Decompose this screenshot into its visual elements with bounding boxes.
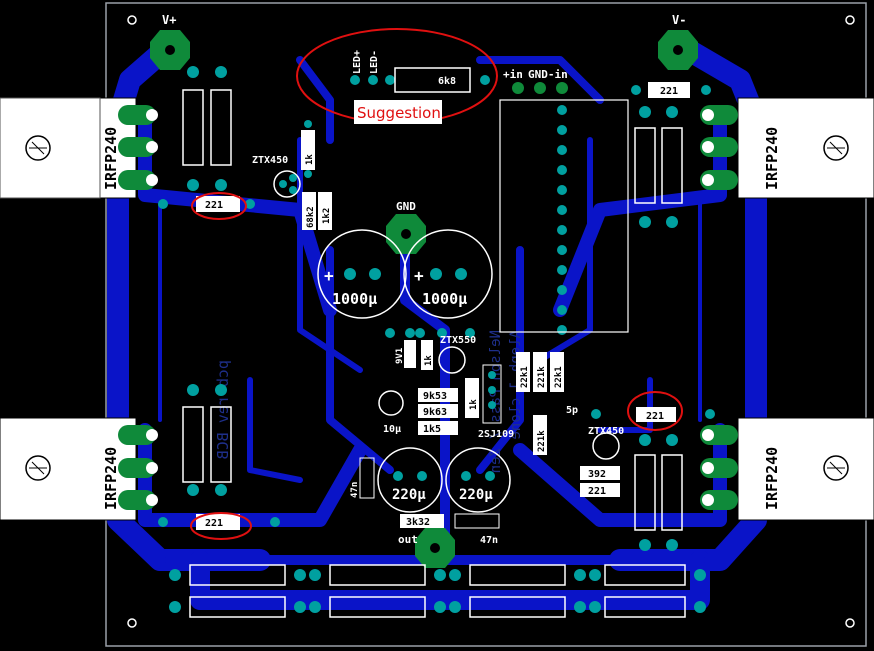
- r-221-mid-right-label: 221: [646, 411, 664, 422]
- feedback-resistors: 22k1 221k 22k1 221k 5p: [516, 352, 578, 455]
- cap-220-pair: 220μ 220μ 47n 3k32 47n: [350, 447, 511, 546]
- led-section: LED+ LED- 6k8: [350, 50, 490, 93]
- r-1k-vert-label: 1k: [469, 399, 479, 410]
- r-3k32-label: 3k32: [406, 517, 430, 528]
- r-22k1-a-label: 22k1: [520, 366, 530, 388]
- mirror-text-2: Nelson Pass / Zen: [488, 330, 504, 473]
- r-9k53-label: 9k53: [423, 391, 447, 402]
- cap-47n-bottom-label: 47n: [480, 535, 498, 546]
- r-392-label: 392: [588, 469, 606, 480]
- middle-components: 9V1 1k ZTX550 10μ 9k53 9k63 1k5 1k 2SJ10…: [378, 328, 514, 440]
- ztx550-label: ZTX550: [440, 335, 476, 346]
- led-plus-label: LED+: [352, 50, 363, 74]
- cap-47n-left-label: 47n: [350, 482, 360, 498]
- mounting-holes: [127, 15, 855, 628]
- irfp-tr-label: IRFP240: [763, 127, 781, 190]
- r-221-lower-right-label: 221: [588, 486, 606, 497]
- r-221-top-left-label: 221: [205, 200, 223, 211]
- r-1k-top-label: 1k: [305, 154, 315, 165]
- suggestion-label-bg: [354, 100, 442, 124]
- vminus-label: V-: [672, 13, 686, 27]
- svg-text:+: +: [414, 266, 424, 285]
- input-connector: +in GND-in: [499, 68, 629, 335]
- mirror-text-1: pcb rev BCB: [214, 360, 232, 459]
- irfp-bl-label: IRFP240: [102, 447, 120, 510]
- r-221k-b-label: 221k: [537, 430, 547, 452]
- r-9k63-label: 9k63: [423, 407, 447, 418]
- cap-220-left-label: 220μ: [392, 487, 426, 503]
- r-221k-a-label: 221k: [537, 366, 547, 388]
- irfp-top-right: IRFP240: [700, 97, 874, 199]
- r-68k2-label: 68k2: [306, 206, 316, 228]
- r-221-bottom-left-label: 221: [205, 518, 223, 529]
- irfp-bottom-left: IRFP240: [0, 417, 158, 521]
- irfp-bottom-right: IRFP240: [700, 417, 874, 521]
- r-1k5-label: 1k5: [423, 424, 441, 435]
- power-pads: [150, 30, 698, 568]
- r-221-top-left: 221: [158, 196, 255, 212]
- r-221-bottom-left: 221: [158, 514, 280, 530]
- cap-10u-label: 10μ: [383, 424, 401, 435]
- jfet-2sj109-label: 2SJ109: [478, 429, 514, 440]
- highlight-221-mid-right: [627, 391, 683, 431]
- mosfet-packages: IRFP240 IRFP240 IRFP240 IR: [0, 97, 874, 521]
- out-label: out: [398, 533, 418, 546]
- irfp-tl-label: IRFP240: [102, 127, 120, 190]
- ztx450-bottom-label: ZTX450: [588, 426, 624, 437]
- cap-1000-right-label: 1000μ: [422, 290, 467, 308]
- cap-1000-pair: + + 1000μ 1000μ: [317, 229, 493, 319]
- power-resistors: [182, 66, 683, 551]
- r-6k8-label: 6k8: [438, 76, 456, 87]
- lower-right-group: 221 ZTX450 392 221: [580, 407, 715, 497]
- suggestion-label: Suggestion: [357, 104, 441, 122]
- bottom-resistor-bank: [169, 564, 706, 618]
- irfp-top-left: IRFP240: [0, 97, 158, 199]
- highlight-221-top-left: [191, 192, 247, 220]
- r-221-top-right: 221: [631, 82, 711, 98]
- cap-5p-label: 5p: [566, 405, 578, 416]
- ztx450-top-label: ZTX450: [252, 155, 288, 166]
- irfp-br-label: IRFP240: [763, 447, 781, 510]
- cap-220-right-label: 220μ: [459, 487, 493, 503]
- led-minus-label: LED-: [369, 50, 380, 74]
- zener-9v1-label: 9V1: [395, 348, 405, 364]
- gnd-in-label: GND-in: [528, 68, 568, 81]
- in-plus-label: +in: [503, 68, 523, 81]
- highlight-221-bottom-left: [190, 512, 252, 540]
- vplus-label: V+: [162, 13, 176, 27]
- gnd-label: GND: [396, 200, 416, 213]
- r-22k1-b-label: 22k1: [554, 366, 564, 388]
- cap-1000-left-label: 1000μ: [332, 290, 377, 308]
- r-1k-mid-label: 1k: [424, 355, 434, 366]
- r-1k2-label: 1k2: [322, 208, 332, 224]
- ztx450-top-group: ZTX450 1k 68k2 1k2: [252, 120, 332, 230]
- svg-text:+: +: [324, 266, 334, 285]
- r-221-top-right-label: 221: [660, 86, 678, 97]
